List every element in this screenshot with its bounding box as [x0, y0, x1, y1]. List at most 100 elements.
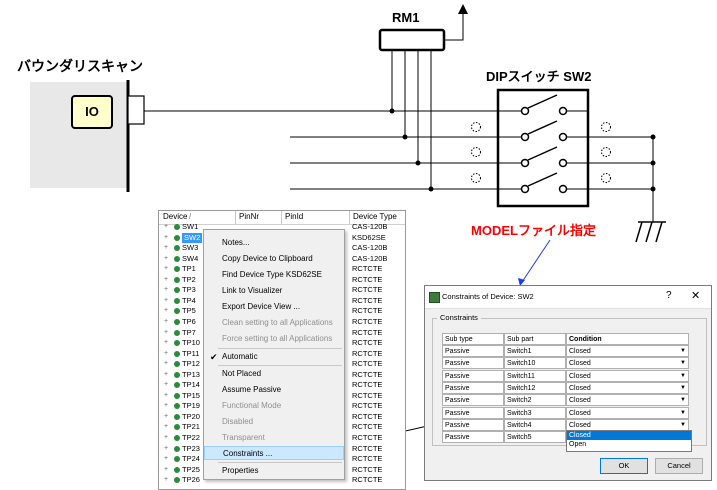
menu-properties[interactable]: Properties: [222, 466, 259, 475]
expand-icon[interactable]: +: [164, 265, 169, 273]
condition-value: Closed: [569, 409, 591, 417]
menu-automatic[interactable]: ✔Automatic: [210, 352, 258, 362]
dialog-titlebar[interactable]: Constraints of Device: SW2 ? ✕: [425, 286, 711, 309]
expand-icon[interactable]: +: [164, 317, 169, 325]
dropdown-option-open[interactable]: Open: [569, 441, 587, 448]
menu-link-visualizer[interactable]: Link to Visualizer: [222, 286, 283, 295]
device-icon: [174, 382, 180, 389]
col-device-type[interactable]: Device Type: [353, 212, 397, 221]
condition-select[interactable]: Closed▼: [566, 381, 689, 394]
condition-select[interactable]: Closed▼: [566, 418, 689, 431]
constraints-dialog: Constraints of Device: SW2 ? ✕ Constrain…: [424, 285, 712, 481]
col-pinnr[interactable]: PinNr: [239, 212, 260, 221]
chevron-down-icon[interactable]: ▼: [679, 348, 687, 355]
expand-icon[interactable]: +: [164, 465, 169, 473]
dropdown-option-closed[interactable]: Closed: [567, 431, 691, 440]
chevron-down-icon[interactable]: ▼: [679, 409, 687, 417]
condition-select[interactable]: Closed▼: [566, 345, 689, 357]
menu-assume-passive[interactable]: Assume Passive: [222, 385, 282, 394]
device-type: CAS-120B: [352, 222, 388, 231]
condition-select[interactable]: Closed▼: [566, 357, 689, 370]
help-button[interactable]: ?: [666, 290, 672, 301]
condition-select[interactable]: Closed▼: [566, 394, 689, 407]
io-box: [71, 95, 113, 129]
cancel-button[interactable]: Cancel: [655, 458, 703, 474]
chevron-down-icon[interactable]: ▼: [679, 397, 687, 405]
chevron-down-icon[interactable]: ▼: [679, 421, 687, 429]
expand-icon[interactable]: +: [164, 434, 169, 441]
menu-copy-device[interactable]: Copy Device to Clipboard: [222, 254, 313, 263]
expand-icon[interactable]: +: [164, 391, 169, 399]
device-icon: [174, 224, 180, 230]
expand-icon[interactable]: +: [164, 328, 169, 336]
expand-icon[interactable]: +: [164, 296, 169, 304]
menu-not-placed[interactable]: Not Placed: [222, 369, 262, 378]
expand-icon[interactable]: +: [164, 381, 169, 389]
expand-icon[interactable]: +: [164, 402, 169, 410]
close-icon[interactable]: ✕: [691, 290, 701, 302]
expand-icon[interactable]: +: [164, 423, 169, 431]
chevron-down-icon[interactable]: ▼: [679, 360, 687, 368]
expand-icon[interactable]: +: [164, 275, 169, 283]
expand-icon[interactable]: +: [164, 254, 169, 262]
menu-notes[interactable]: Notes...: [222, 238, 250, 247]
menu-constraints[interactable]: Constraints ...: [204, 446, 344, 460]
ok-button[interactable]: OK: [600, 458, 648, 474]
expand-icon[interactable]: +: [164, 233, 169, 241]
condition-select[interactable]: Closed ▼: [566, 406, 689, 419]
expand-icon[interactable]: +: [164, 223, 169, 230]
col-device[interactable]: Device: [163, 212, 188, 221]
io-label: IO: [85, 104, 99, 119]
app-icon: [429, 292, 440, 303]
sub-part-text: Switch4: [507, 421, 532, 429]
expand-icon[interactable]: +: [164, 444, 169, 452]
expand-icon[interactable]: +: [164, 286, 169, 294]
model-file-note: MODELファイル指定: [471, 223, 596, 238]
constraints-group-label: Constraints: [437, 313, 481, 322]
expand-icon[interactable]: +: [164, 455, 169, 463]
chevron-down-icon[interactable]: ▼: [679, 372, 687, 380]
chevron-down-icon[interactable]: ▼: [679, 384, 687, 392]
condition-select[interactable]: Closed▼: [566, 369, 689, 382]
expand-icon[interactable]: +: [164, 476, 169, 484]
col-pinid[interactable]: PinId: [285, 212, 304, 221]
device-type: RCTCTE: [352, 443, 383, 453]
expand-icon[interactable]: +: [164, 307, 169, 315]
expand-icon[interactable]: +: [164, 360, 169, 368]
menu-find-device-type[interactable]: Find Device Type KSD62SE: [222, 270, 322, 279]
expand-icon[interactable]: +: [164, 349, 169, 357]
expand-icon[interactable]: +: [164, 370, 169, 378]
expand-icon[interactable]: +: [164, 339, 169, 347]
expand-icon[interactable]: +: [164, 412, 169, 420]
menu-export-view[interactable]: Export Device View ...: [222, 302, 301, 311]
device-icon: [174, 466, 180, 473]
expand-icon[interactable]: +: [164, 244, 169, 252]
rm1-resistor: [378, 28, 446, 52]
device-type: RCTCTE: [352, 411, 383, 421]
